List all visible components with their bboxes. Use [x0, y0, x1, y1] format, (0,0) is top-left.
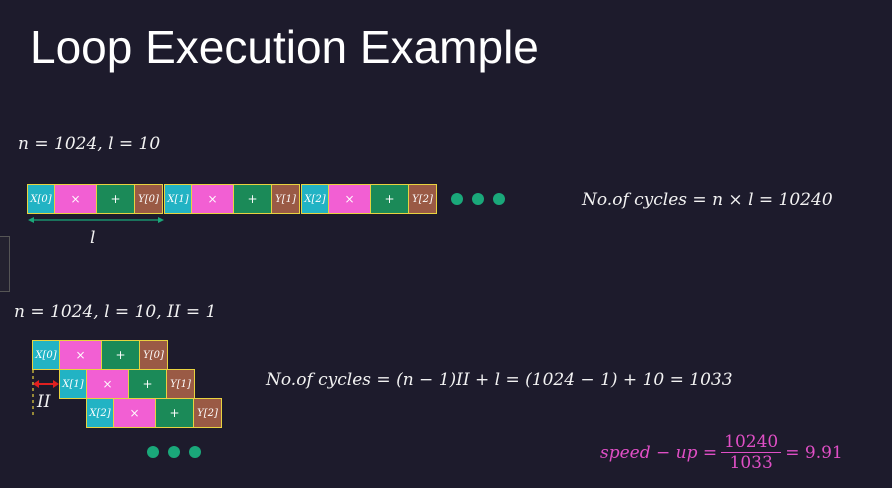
load-cell: X[1] [60, 370, 87, 398]
add-cell: + [371, 185, 409, 213]
dot [451, 193, 463, 205]
multiply-cell: × [60, 341, 102, 369]
continuation-dots [451, 193, 505, 205]
sequential-pipeline-row: X[0] × + Y[0] X[1] × + Y[1] X[2] × + Y[2… [27, 184, 439, 214]
iteration-1-block: X[1] × + Y[1] [164, 184, 300, 214]
latency-arrow [28, 217, 164, 223]
multiply-cell: × [114, 399, 156, 427]
store-cell: Y[0] [135, 185, 162, 213]
dot [472, 193, 484, 205]
load-cell: X[0] [28, 185, 55, 213]
add-cell: + [129, 370, 167, 398]
example2-cycles: No.of cycles = (n − 1)II + l = (1024 − 1… [266, 370, 733, 390]
store-cell: Y[2] [409, 185, 436, 213]
store-cell: Y[1] [272, 185, 299, 213]
initiation-interval-marker [32, 370, 59, 418]
example1-params: n = 1024, l = 10 [18, 134, 161, 154]
ii-label: II [37, 392, 51, 412]
store-cell: Y[2] [194, 399, 221, 427]
iteration-1-block: X[1] × + Y[1] [59, 369, 195, 399]
pipelined-row-2: X[2] × + Y[2] [86, 398, 224, 428]
iteration-0-block: X[0] × + Y[0] [27, 184, 163, 214]
multiply-cell: × [87, 370, 129, 398]
pipelined-row-1: X[1] × + Y[1] [59, 369, 197, 399]
speedup-fraction: 10240 1033 [721, 432, 782, 473]
side-panel-tab[interactable] [0, 236, 10, 292]
iteration-2-block: X[2] × + Y[2] [301, 184, 437, 214]
example1-cycles: No.of cycles = n × l = 10240 [582, 190, 833, 210]
multiply-cell: × [55, 185, 97, 213]
load-cell: X[0] [33, 341, 60, 369]
speedup-numerator: 10240 [721, 432, 782, 453]
example2-params: n = 1024, l = 10, II = 1 [14, 302, 217, 322]
speedup-result: = 9.91 [785, 442, 843, 463]
dot [168, 446, 180, 458]
latency-label: l [90, 228, 96, 248]
dot [147, 446, 159, 458]
slide-title: Loop Execution Example [30, 21, 539, 73]
load-cell: X[1] [165, 185, 192, 213]
speedup-denominator: 1033 [729, 453, 773, 473]
speedup-label: speed − up = [600, 442, 718, 463]
add-cell: + [234, 185, 272, 213]
pipelined-row-0: X[0] × + Y[0] [32, 340, 170, 370]
store-cell: Y[0] [140, 341, 167, 369]
add-cell: + [102, 341, 140, 369]
dot [189, 446, 201, 458]
dot [493, 193, 505, 205]
multiply-cell: × [192, 185, 234, 213]
load-cell: X[2] [87, 399, 114, 427]
store-cell: Y[1] [167, 370, 194, 398]
multiply-cell: × [329, 185, 371, 213]
add-cell: + [156, 399, 194, 427]
iteration-0-block: X[0] × + Y[0] [32, 340, 168, 370]
add-cell: + [97, 185, 135, 213]
continuation-dots [147, 446, 201, 458]
speedup-equation: speed − up = 10240 1033 = 9.91 [600, 432, 843, 473]
load-cell: X[2] [302, 185, 329, 213]
iteration-2-block: X[2] × + Y[2] [86, 398, 222, 428]
